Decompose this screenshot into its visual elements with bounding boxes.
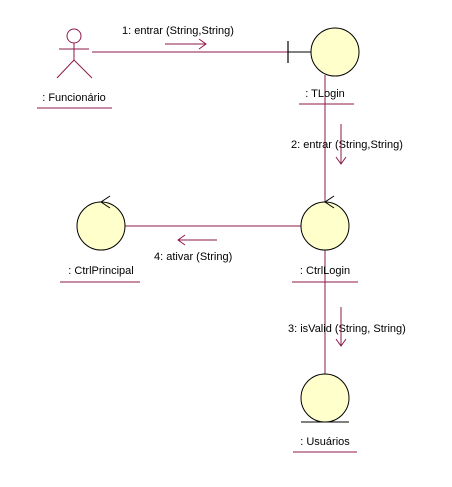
message-1[interactable]: 1: entrar (String,String) <box>122 25 234 50</box>
message-3[interactable]: 3: isValid (String, String) <box>288 307 406 347</box>
tlogin-label: : TLogin <box>305 88 345 100</box>
control-ctrllogin[interactable]: : CtrlLogin <box>292 195 358 283</box>
message-1-label: 1: entrar (String,String) <box>122 25 234 37</box>
control-arrowhead <box>324 195 335 209</box>
usuarios-label: : Usuários <box>300 436 350 448</box>
message-1-arrowhead <box>198 38 207 50</box>
message-4-label: 4: ativar (String) <box>154 251 232 263</box>
control-circle <box>300 201 350 251</box>
entity-usuarios[interactable]: : Usuários <box>293 373 357 453</box>
actor-right-leg <box>73 59 93 79</box>
boundary-circle <box>310 27 360 77</box>
actor-funcionario[interactable]: : Funcionário <box>37 28 112 109</box>
control-arrowhead <box>100 195 111 209</box>
boundary-tlogin[interactable]: : TLogin <box>287 27 360 105</box>
message-2[interactable]: 2: entrar (String,String) <box>291 124 403 165</box>
ctrllogin-label: : CtrlLogin <box>300 265 350 277</box>
message-3-arrowhead <box>335 338 347 347</box>
message-4[interactable]: 4: ativar (String) <box>154 234 232 263</box>
message-2-label: 2: entrar (String,String) <box>291 139 403 151</box>
links <box>92 51 326 374</box>
actor-left-leg <box>56 59 75 79</box>
control-circle <box>76 201 126 251</box>
actor-funcionario-label: : Funcionário <box>42 92 106 104</box>
message-3-label: 3: isValid (String, String) <box>288 323 406 335</box>
message-2-arrowhead <box>335 156 347 165</box>
message-4-arrowhead <box>177 234 186 246</box>
ctrlprincipal-label: : CtrlPrincipal <box>68 265 133 277</box>
control-ctrlprincipal[interactable]: : CtrlPrincipal <box>60 195 140 283</box>
actor-head <box>66 28 82 44</box>
entity-circle <box>300 373 350 423</box>
